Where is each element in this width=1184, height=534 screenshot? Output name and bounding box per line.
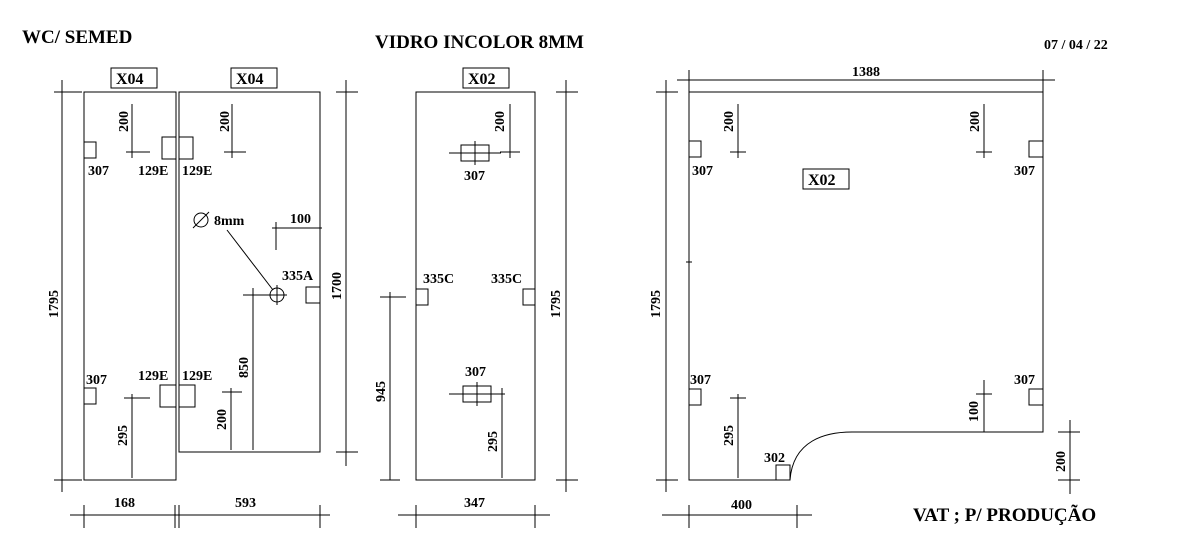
- hole-leader-line: [226, 229, 274, 291]
- panel-x02-middle-label-box: [462, 67, 510, 89]
- hardware-335a: [305, 286, 321, 304]
- dim-100-p4: 100: [967, 401, 982, 422]
- dim-400: 400: [731, 498, 752, 513]
- panel-x04-right-label: X04: [236, 71, 264, 88]
- dim-295-p3: 295: [486, 431, 501, 452]
- hardware-307-top: [83, 141, 97, 159]
- hardware-335c-right: [522, 288, 536, 306]
- hardware-335a-label: 335A: [282, 269, 314, 284]
- panel-x02-middle: X02 307 200 335C 335C 307 295 945 1795: [374, 67, 578, 528]
- dim-200-p3: 200: [493, 111, 508, 132]
- hardware-307-p4-top-right: [1028, 140, 1044, 158]
- panel-x04-right-label-box: [230, 67, 278, 89]
- panel-x02-large: X02 1388 307 200 307 200 307 295 307 100…: [649, 65, 1080, 528]
- dim-168: 168: [114, 496, 135, 511]
- hardware-307-p4-bottom-left-label: 307: [690, 373, 711, 388]
- hardware-129e-p2-bottom: [178, 384, 196, 408]
- hardware-129e-bottom-label: 129E: [138, 369, 168, 384]
- dim-200-p2-bottom: 200: [215, 409, 230, 430]
- hardware-335c-left: [415, 288, 429, 306]
- dim-945: 945: [374, 381, 389, 402]
- panel-x04-right: X04 129E 200 8mm 100 335A 850 129E 200: [178, 67, 358, 466]
- panel-x02-middle-label: X02: [468, 71, 496, 88]
- dim-200-p4-right: 200: [968, 111, 983, 132]
- hardware-335c-right-label: 335C: [491, 272, 522, 287]
- dim-200-p4-bottom-right: 200: [1054, 451, 1069, 472]
- hardware-307-p4-bottom-right-label: 307: [1014, 373, 1035, 388]
- dim-200-top: 200: [117, 111, 132, 132]
- dim-850: 850: [237, 357, 252, 378]
- panel-x02-large-outline: [688, 91, 1044, 481]
- hardware-302-label: 302: [764, 451, 785, 466]
- dim-1795-p4: 1795: [649, 290, 664, 318]
- hardware-335c-left-label: 335C: [423, 272, 454, 287]
- dim-200-p2-top: 200: [218, 111, 233, 132]
- dim-1795-p3: 1795: [549, 290, 564, 318]
- hardware-307-p4-bottom-left: [688, 388, 702, 406]
- hardware-307-p4-top-left-label: 307: [692, 164, 713, 179]
- dim-1388: 1388: [852, 65, 880, 80]
- dim-295-left: 295: [116, 425, 131, 446]
- dim-1795-left: 1795: [47, 290, 62, 318]
- hardware-302: [775, 464, 791, 481]
- dim-593: 593: [235, 496, 256, 511]
- hardware-307-bottom: [83, 387, 97, 405]
- hardware-129e-p2-bottom-label: 129E: [182, 369, 212, 384]
- hardware-307-p3-top-label: 307: [464, 169, 485, 184]
- panel-x04-right-outline: [178, 91, 321, 453]
- panel-x04-left-label-box: [110, 67, 158, 89]
- hardware-307-p3-bottom-label: 307: [465, 365, 486, 380]
- footer-note: VAT ; P/ PRODUÇÃO: [913, 504, 1096, 526]
- hardware-307-p4-bottom-right: [1028, 388, 1044, 406]
- hardware-307-p4-top-left: [688, 140, 702, 158]
- panel-x02-large-label-box: [802, 168, 850, 190]
- hardware-129e-p2-top-label: 129E: [182, 164, 212, 179]
- drawing-date: 07 / 04 / 22: [1044, 38, 1108, 53]
- dim-200-p4-left: 200: [722, 111, 737, 132]
- dim-1700: 1700: [330, 272, 345, 300]
- width-dims-left: 168 593: [70, 496, 330, 528]
- hardware-307-top-label: 307: [88, 164, 109, 179]
- hole-symbol-icon: [193, 212, 209, 228]
- hardware-129e-top: [161, 136, 177, 160]
- hardware-129e-bottom: [159, 384, 177, 408]
- dim-347: 347: [464, 496, 485, 511]
- panel-x04-left-label: X04: [116, 71, 144, 88]
- panel-x02-large-label: X02: [808, 172, 836, 189]
- hardware-129e-top-label: 129E: [138, 164, 168, 179]
- client-title: WC/ SEMED: [22, 27, 132, 48]
- drawing-title: VIDRO INCOLOR 8MM: [375, 32, 584, 53]
- hardware-129e-p2-top: [178, 136, 194, 160]
- hardware-307-bottom-label: 307: [86, 373, 107, 388]
- hardware-307-p4-top-right-label: 307: [1014, 164, 1035, 179]
- hole-diameter: 8mm: [214, 214, 245, 229]
- dim-295-p4: 295: [722, 425, 737, 446]
- panel-x02-middle-outline: [415, 91, 536, 481]
- panel-x04-left-outline: [83, 91, 177, 481]
- dim-100-p2: 100: [290, 212, 311, 227]
- panel-x04-left: X04 307 129E 200 307 129E 295 1795: [47, 67, 177, 492]
